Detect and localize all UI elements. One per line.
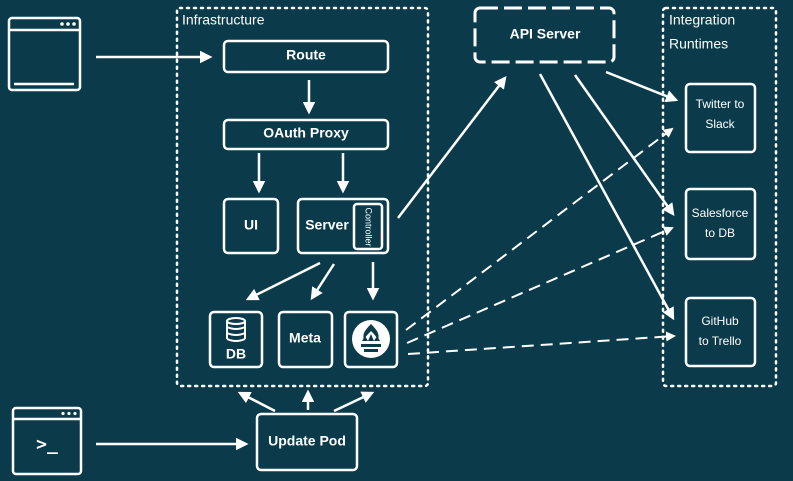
browser-window-icon (7, 16, 82, 92)
arrow-server-to-db (245, 261, 321, 301)
arrow-server-to-meta (310, 263, 336, 301)
solid-connectors (96, 50, 679, 451)
arrow-updatepod-to-db (237, 391, 276, 413)
salesforce-to-db-line2: to DB (705, 226, 735, 240)
database-icon (226, 317, 246, 342)
meta-node (277, 310, 334, 369)
oauth-proxy-label: OAuth Proxy (263, 125, 349, 141)
integration-runtimes-group (661, 6, 778, 388)
arrow-server-to-api (397, 76, 507, 219)
db-node (208, 310, 264, 369)
github-to-trello-node (684, 296, 757, 368)
infrastructure-group-label: Infrastructure (182, 12, 265, 28)
server-node (296, 197, 390, 255)
arrow-updatepod-to-monitoring (333, 391, 375, 413)
github-to-trello-line2: to Trello (699, 334, 742, 348)
route-node (222, 39, 390, 74)
dashed-monitoring-to-twitter (405, 127, 674, 331)
prometheus-torch-icon (352, 320, 390, 358)
update-pod-node (255, 412, 359, 472)
meta-label: Meta (289, 330, 321, 346)
monitoring-node (343, 310, 399, 369)
terminal-window-icon: >_ (11, 406, 83, 476)
arrow-api-to-github (538, 73, 675, 321)
ui-node (222, 197, 280, 255)
infrastructure-group (175, 6, 430, 388)
arrow-api-to-salesforce (573, 74, 675, 217)
salesforce-to-db-node (684, 187, 757, 261)
salesforce-to-db-line1: Salesforce (692, 206, 749, 220)
api-server-node (473, 6, 616, 64)
twitter-to-slack-line2: Slack (705, 117, 735, 131)
server-label: Server (305, 217, 349, 233)
integration-runtimes-label-line2: Runtimes (669, 36, 728, 52)
twitter-to-slack-node (684, 82, 757, 154)
dashed-monitoring-to-github (407, 331, 676, 355)
update-pod-label: Update Pod (268, 433, 346, 449)
arrow-api-to-twitter (605, 70, 679, 103)
dashed-monitoring-to-salesforce (406, 226, 674, 344)
api-server-label: API Server (510, 26, 581, 42)
terminal-prompt: >_ (36, 434, 58, 455)
db-label: DB (226, 346, 246, 362)
controller-node (352, 202, 384, 251)
oauth-proxy-node (222, 118, 390, 151)
route-label: Route (286, 47, 326, 63)
ui-label: UI (244, 217, 258, 233)
dashed-connectors (405, 127, 676, 355)
twitter-to-slack-line1: Twitter to (696, 97, 745, 111)
controller-label: Controller (364, 207, 374, 246)
github-to-trello-line1: GitHub (701, 314, 739, 328)
integration-runtimes-label-line1: Integration (669, 12, 735, 28)
